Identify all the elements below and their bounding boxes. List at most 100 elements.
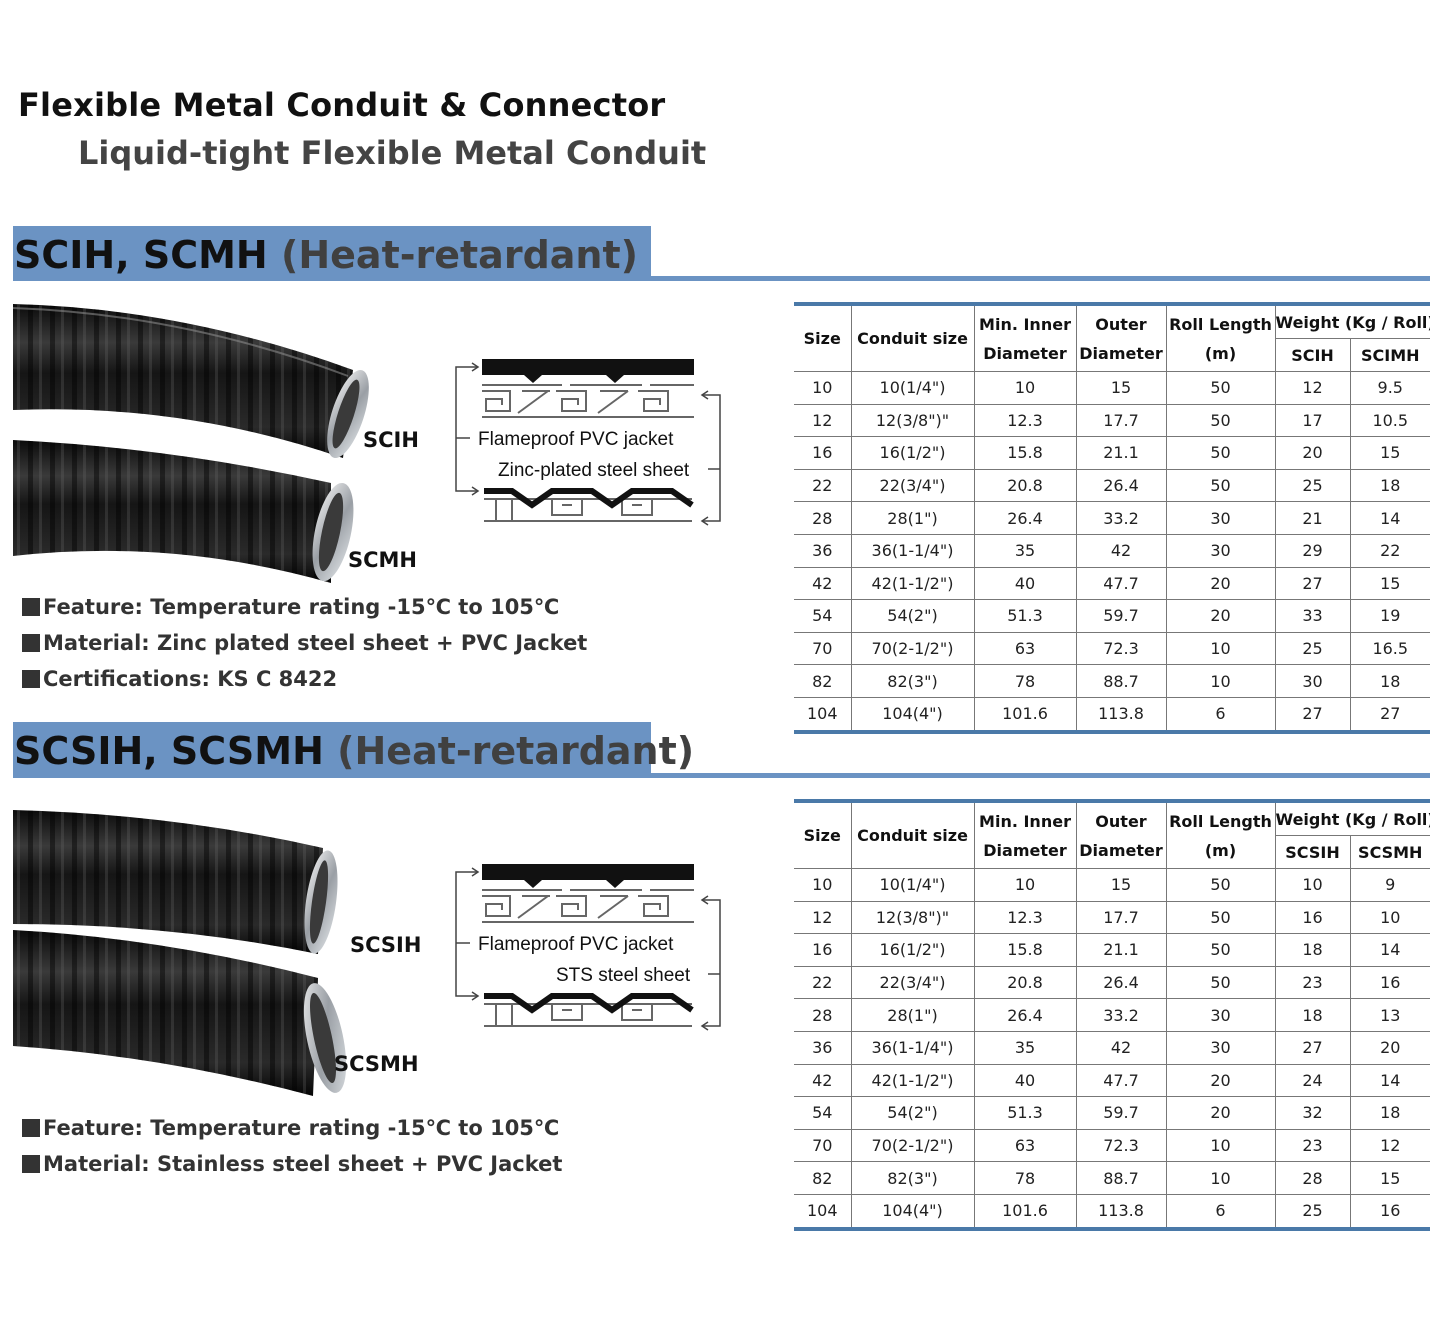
section-2-features: Feature: Temperature rating -15℃ to 105℃… xyxy=(22,1110,562,1182)
section-2-rule xyxy=(13,773,1430,778)
table-cell: 20.8 xyxy=(973,468,1077,503)
table-cell: 22 xyxy=(1349,533,1430,568)
bullet-square-icon xyxy=(22,598,40,616)
table-cell: 15 xyxy=(1075,868,1167,902)
table-cell: 42 xyxy=(1075,1030,1167,1065)
table-cell: 20 xyxy=(1274,436,1351,470)
table-cell: 27 xyxy=(1274,566,1351,601)
table-cell: 9.5 xyxy=(1349,371,1430,405)
col-header-weight-a: SCSIH xyxy=(1275,835,1351,869)
table-cell: 21.1 xyxy=(1075,933,1167,967)
table-cell: 27 xyxy=(1274,1030,1351,1065)
conduit-photo-scsih-scsmh xyxy=(13,810,347,1096)
table-cell: 18 xyxy=(1274,933,1351,967)
diagram-2-sheet-label: STS steel sheet xyxy=(556,965,691,986)
section-1-title: SCIH, SCMH (Heat-retardant) xyxy=(14,233,638,277)
product-label-scmh: SCMH xyxy=(348,548,418,572)
table-cell: 17.7 xyxy=(1075,403,1167,438)
section-1-features: Feature: Temperature rating -15℃ to 105℃… xyxy=(22,589,587,697)
table-cell: 10 xyxy=(1165,631,1276,666)
table-cell: 16 xyxy=(1274,900,1351,935)
table-cell: 10 xyxy=(1349,900,1430,935)
table-cell: 15.8 xyxy=(973,436,1077,470)
table-cell: 26.4 xyxy=(1075,468,1167,503)
table-cell: 22(3/4") xyxy=(850,468,975,503)
table-cell: 15 xyxy=(1349,436,1430,470)
col-header-size: Size xyxy=(794,303,852,372)
section-1-title-sub: (Heat-retardant) xyxy=(280,233,638,277)
table-cell: 35 xyxy=(973,533,1077,568)
table-cell: 20 xyxy=(1165,566,1276,601)
table-cell: 26.4 xyxy=(1075,965,1167,1000)
table-cell: 101.6 xyxy=(973,696,1077,733)
table-cell: 33.2 xyxy=(1075,998,1167,1032)
table-cell: 42(1-1/2") xyxy=(850,566,975,601)
table-cell: 82(3") xyxy=(850,664,975,698)
table-cell: 20 xyxy=(1165,599,1276,633)
bullet-square-icon xyxy=(22,1119,40,1137)
col-header-weight: Weight (Kg / Roll) xyxy=(1274,303,1430,339)
section-1-rule xyxy=(13,276,1430,281)
table-cell: 12(3/8")" xyxy=(850,900,975,935)
section-2-title-sub: (Heat-retardant) xyxy=(337,729,695,773)
table-cell: 14 xyxy=(1349,1063,1430,1098)
table-cell: 10(1/4") xyxy=(850,371,975,405)
diagram-2-jacket-label: Flameproof PVC jacket xyxy=(478,934,674,955)
table-cell: 15 xyxy=(1349,566,1430,601)
table-cell: 72.3 xyxy=(1075,631,1167,666)
table-cell: 10 xyxy=(973,868,1077,902)
table-cell: 113.8 xyxy=(1075,1193,1167,1230)
bullet-square-icon xyxy=(22,634,40,652)
table-cell: 12 xyxy=(794,900,852,935)
bullet-square-icon xyxy=(22,1155,40,1173)
table-cell: 30 xyxy=(1165,1030,1276,1065)
table-cell: 12 xyxy=(1274,371,1351,405)
table-cell: 28 xyxy=(794,501,852,535)
table-cell: 82 xyxy=(794,664,852,698)
table-cell: 20 xyxy=(1165,1096,1276,1130)
feature-item: Material: Stainless steel sheet + PVC Ja… xyxy=(22,1146,562,1182)
table-cell: 35 xyxy=(973,1030,1077,1065)
table-cell: 17 xyxy=(1274,403,1351,438)
table-cell: 51.3 xyxy=(973,1096,1077,1130)
table-cell: 14 xyxy=(1349,933,1430,967)
table-cell: 42(1-1/2") xyxy=(850,1063,975,1098)
table-cell: 28(1") xyxy=(850,501,975,535)
table-cell: 27 xyxy=(1349,696,1430,733)
table-cell: 50 xyxy=(1165,436,1276,470)
table-cell: 16 xyxy=(794,933,852,967)
feature-item: Material: Zinc plated steel sheet + PVC … xyxy=(22,625,587,661)
table-cell: 63 xyxy=(973,631,1077,666)
col-header-conduit-size: Conduit size xyxy=(850,800,975,869)
table-cell: 21.1 xyxy=(1075,436,1167,470)
table-cell: 54(2") xyxy=(850,1096,975,1130)
table-cell: 36(1-1/4") xyxy=(850,1030,975,1065)
table-cell: 15.8 xyxy=(973,933,1077,967)
feature-item: Feature: Temperature rating -15℃ to 105℃ xyxy=(22,589,587,625)
diagram-1-jacket-label: Flameproof PVC jacket xyxy=(478,429,674,450)
bullet-square-icon xyxy=(22,670,40,688)
table-cell: 25 xyxy=(1274,631,1351,666)
col-header-size: Size xyxy=(794,800,852,869)
table-cell: 101.6 xyxy=(973,1193,1077,1230)
table-cell: 82 xyxy=(794,1161,852,1195)
table-cell: 50 xyxy=(1165,900,1276,935)
table-cell: 42 xyxy=(1075,533,1167,568)
table-cell: 27 xyxy=(1274,696,1351,733)
table-cell: 30 xyxy=(1165,533,1276,568)
table-cell: 19 xyxy=(1349,599,1430,633)
